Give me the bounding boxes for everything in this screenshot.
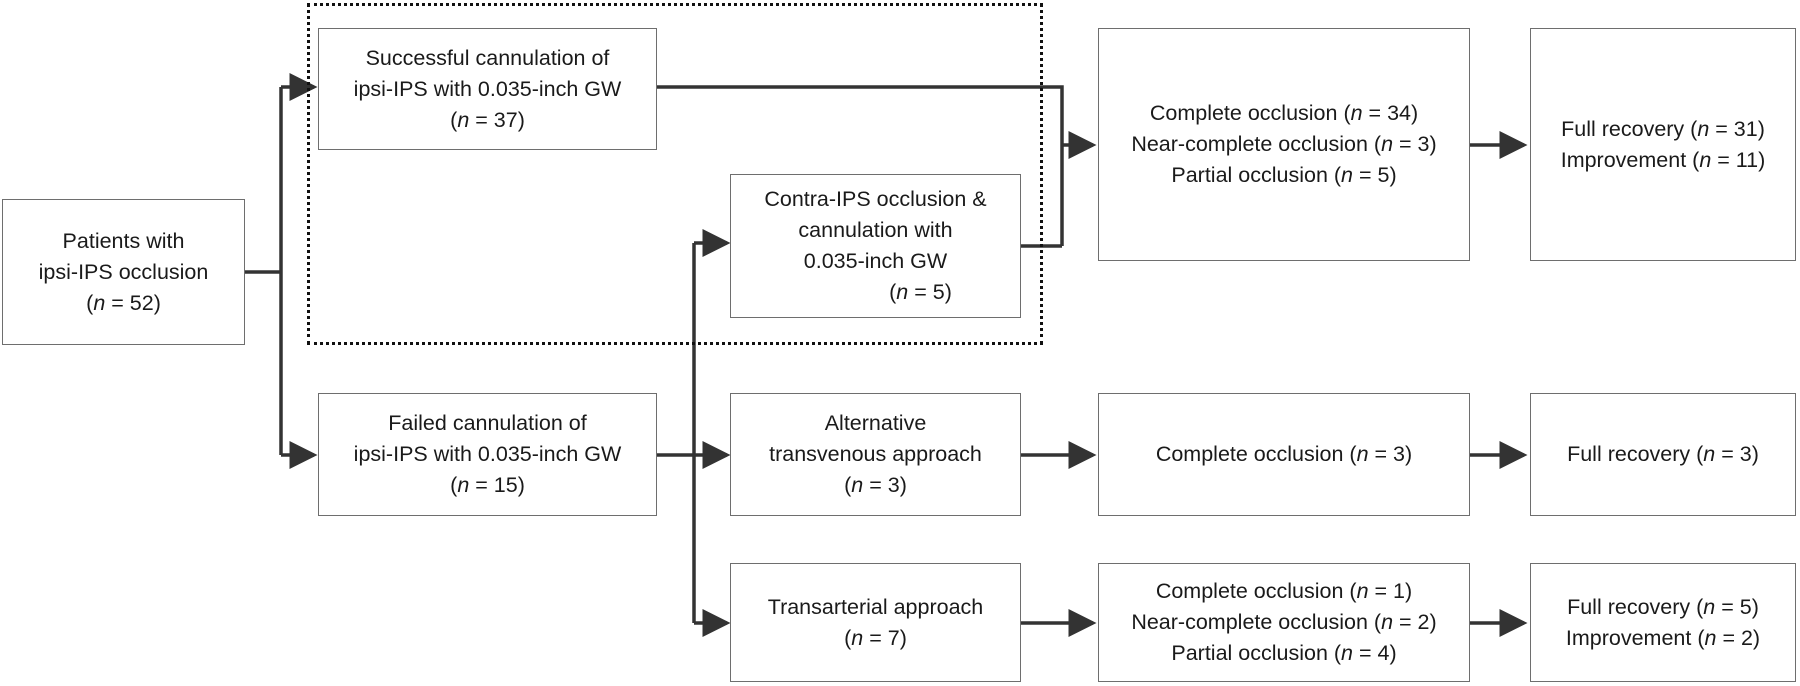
connector-successful-to-merge <box>657 85 1064 246</box>
box-text-line: ipsi-IPS with 0.035-inch GW <box>353 76 622 101</box>
box-text-line: Full recovery (n = 31) <box>1561 116 1765 141</box>
box-text-line: (n = 37) <box>450 107 525 132</box>
box-text-line: Improvement (n = 11) <box>1560 147 1766 172</box>
box-text-line: (n = 3) <box>844 473 907 497</box>
box-text-line: (n = 52) <box>86 290 161 315</box>
box-text-line: (n = 5) <box>889 280 952 304</box>
box-text-line: transvenous approach <box>769 442 982 466</box>
box-alternative-transvenous: Alternative transvenous approach (n = 3) <box>730 393 1021 516</box>
box-text-line: Near-complete occlusion (n = 3) <box>1131 132 1437 156</box>
box-text-line: 0.035-inch GW <box>803 249 948 273</box>
box-text-line: Transarterial approach <box>767 594 984 619</box>
connector-patients-trunk <box>245 87 283 455</box>
box-text-line: Failed cannulation of <box>388 411 587 435</box>
box-recovery-transarterial: Full recovery (n = 5) Improvement (n = 2) <box>1530 563 1796 682</box>
box-text-line: ipsi-IPS with 0.035-inch GW <box>353 442 622 466</box>
box-successful-cannulation: Successful cannulation of ipsi-IPS with 0… <box>318 28 657 150</box>
box-text-line: (n = 7) <box>844 625 907 650</box>
box-text-line: Successful cannulation of <box>365 45 610 70</box>
box-text-line: Partial occlusion (n = 5) <box>1171 163 1397 187</box>
box-text-line: Complete occlusion (n = 1) <box>1155 579 1413 603</box>
box-text-line: Improvement (n = 2) <box>1565 625 1761 650</box>
box-contra-ips: Contra-IPS occlusion & cannulation with 0.… <box>730 174 1021 318</box>
box-text-line: Full recovery (n = 3) <box>1567 442 1759 466</box>
box-failed-cannulation: Failed cannulation of ipsi-IPS with 0.035… <box>318 393 657 516</box>
box-recovery-main: Full recovery (n = 31) Improvement (n = 1… <box>1530 28 1796 261</box>
box-transarterial: Transarterial approach (n = 7) <box>730 563 1021 682</box>
box-text-line: cannulation with <box>798 218 953 242</box>
box-recovery-alternative: Full recovery (n = 3) <box>1530 393 1796 516</box>
box-text-line: Complete occlusion (n = 3) <box>1155 442 1413 466</box>
box-text-line: Near-complete occlusion (n = 2) <box>1131 610 1437 634</box>
box-patients: Patients with ipsi-IPS occlusion (n = 52) <box>2 199 245 345</box>
box-text-line: Alternative <box>824 411 927 435</box>
connector-failed-vertical <box>657 243 696 623</box>
box-text-line: Complete occlusion (n = 34) <box>1149 101 1419 125</box>
box-outcome-transarterial: Complete occlusion (n = 1) Near-complete … <box>1098 563 1470 682</box>
box-text-line: Contra-IPS occlusion & <box>764 187 987 211</box>
box-outcome-alternative: Complete occlusion (n = 3) <box>1098 393 1470 516</box>
box-text-line: ipsi-IPS occlusion <box>38 259 209 284</box>
box-text-line: Patients with <box>62 228 185 253</box>
box-text-line: Partial occlusion (n = 4) <box>1171 641 1397 665</box>
box-text-line: Full recovery (n = 5) <box>1567 594 1759 619</box>
dashed-group-outline <box>307 3 1043 345</box>
box-text-line: (n = 15) <box>450 473 525 497</box>
box-outcome-main: Complete occlusion (n = 34) Near-complete… <box>1098 28 1470 261</box>
